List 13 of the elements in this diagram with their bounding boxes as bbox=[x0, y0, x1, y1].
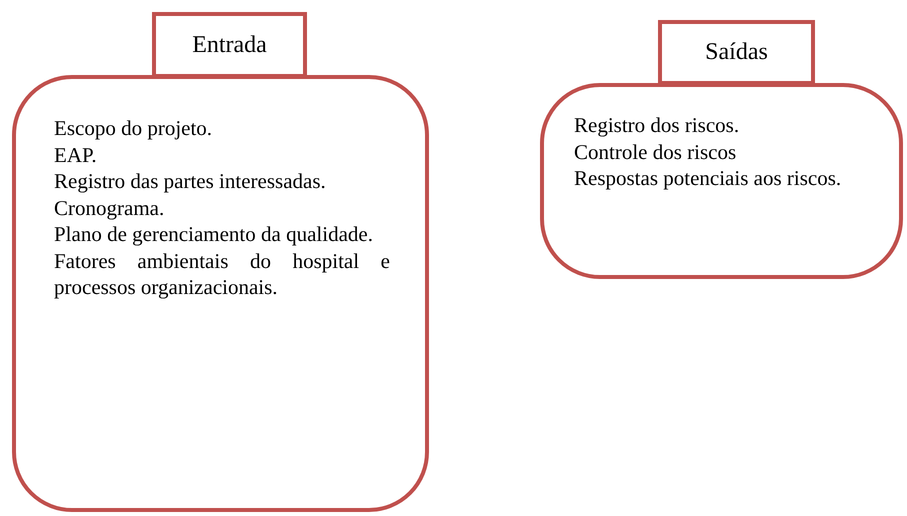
header-tab: Saídas bbox=[658, 20, 815, 85]
list-item: Plano de gerenciamento da qualidade. bbox=[54, 221, 374, 248]
list-item: Cronograma. bbox=[54, 194, 166, 221]
list-item: Escopo do projeto. bbox=[54, 115, 214, 142]
list-item: Fatores ambientais do hospital e processos organizacionais. bbox=[54, 248, 390, 300]
rounded-box bbox=[12, 75, 429, 512]
rounded-box bbox=[540, 83, 903, 279]
list-item: Controle dos riscos bbox=[574, 138, 738, 165]
header-tab: Entrada bbox=[152, 12, 307, 78]
list-item: Registro dos riscos. bbox=[574, 112, 740, 138]
list-item: Respostas potenciais aos riscos. bbox=[574, 165, 842, 192]
list-item: Registro das partes interessadas. bbox=[54, 168, 327, 194]
list-item: EAP. bbox=[54, 142, 98, 168]
